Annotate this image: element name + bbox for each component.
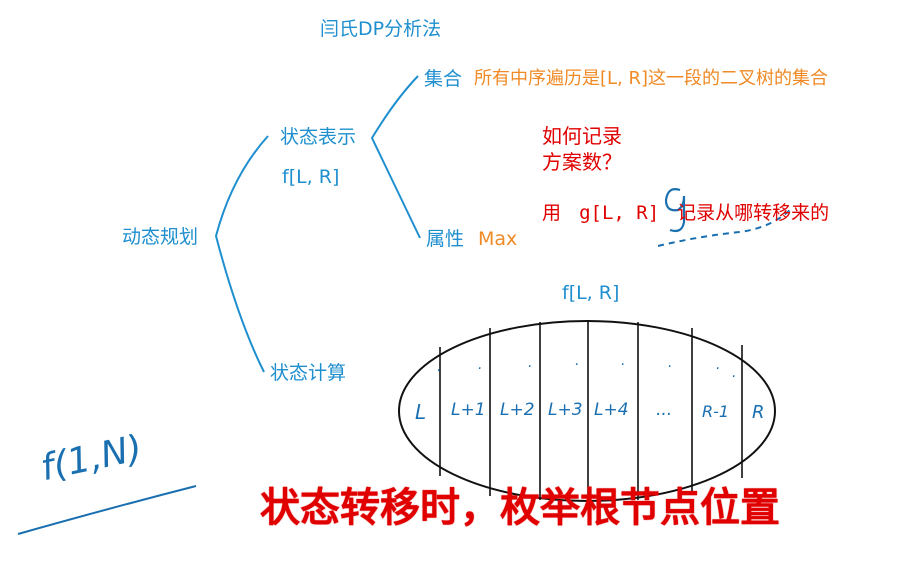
- state-calc-node: 状态计算: [270, 362, 347, 384]
- cell-dot: .: [668, 355, 673, 371]
- cell-dot: .: [528, 355, 533, 371]
- state-repr-branch-line: [370, 75, 421, 239]
- cell-label: R: [752, 402, 765, 423]
- note-answer-code: g[L, R]: [579, 202, 660, 224]
- cell-label: L+1: [451, 400, 486, 420]
- cell-dot: .: [575, 353, 580, 369]
- cell-label: R-1: [702, 402, 730, 421]
- cell-label: ...: [656, 400, 673, 420]
- set-description: 所有中序遍历是[L, R]这一段的二叉树的集合: [474, 68, 829, 89]
- partition-label: f[L, R]: [562, 282, 620, 304]
- note-question-line1: 如何记录: [542, 124, 622, 148]
- page-title: 闫氏DP分析法: [320, 18, 442, 40]
- state-func: f[L, R]: [282, 166, 340, 188]
- cell-dot: .: [732, 365, 737, 381]
- cell-label: L+4: [594, 400, 629, 420]
- note-answer: 用 g[L, R] 记录从哪转移来的: [542, 204, 829, 223]
- cell-dot: .: [478, 357, 483, 373]
- cell-dot: .: [621, 353, 626, 369]
- root-branch-line: [214, 135, 269, 373]
- formula-underline: [17, 485, 197, 535]
- partition-dividers: [439, 321, 743, 501]
- set-node: 集合: [424, 68, 463, 90]
- g-scribble: [657, 209, 791, 247]
- note-answer-suffix: 记录从哪转移来的: [677, 202, 830, 224]
- state-repr-node: 状态表示: [280, 126, 357, 148]
- partition-ellipse: [398, 320, 776, 502]
- headline: 状态转移时，枚举根节点位置: [260, 485, 780, 531]
- root-node: 动态规划: [122, 226, 199, 248]
- cell-label: L: [415, 400, 427, 424]
- attr-value: Max: [478, 228, 518, 250]
- cell-label: L+2: [500, 400, 535, 420]
- note-question-line2: 方案数？: [542, 150, 622, 174]
- note-answer-prefix: 用: [542, 202, 562, 224]
- cell-label: L+3: [548, 400, 583, 420]
- cell-dot: .: [716, 357, 721, 373]
- cell-dot: .: [437, 359, 442, 375]
- g-mark: [664, 188, 686, 233]
- attr-node: 属性: [426, 228, 465, 250]
